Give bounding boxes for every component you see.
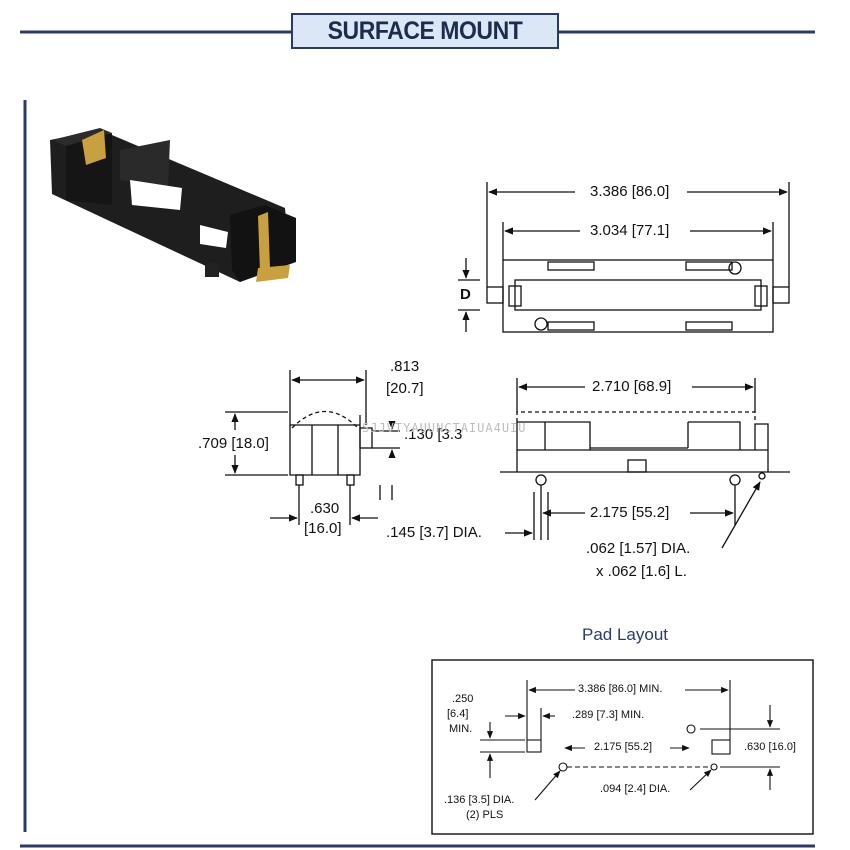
end-base-mm: [16.0]	[304, 520, 342, 537]
pad-small-hole: .094 [2.4] DIA.	[600, 783, 671, 795]
end-width-mm: [20.7]	[386, 380, 424, 397]
top-inner-dimension: 3.034 [77.1]	[590, 222, 670, 239]
top-view-drawing	[458, 182, 790, 333]
tab-dimension: .130 [3.3	[404, 426, 463, 443]
holder-3d-image	[50, 128, 296, 282]
pad-layout-title: Pad Layout	[581, 625, 668, 644]
header-rule	[20, 13, 815, 49]
pad-hole-diameter: .136 [3.5] DIA.	[444, 794, 515, 806]
pin-length: x .062 [1.6] L.	[596, 563, 687, 580]
pad-width-value: .250	[452, 693, 474, 705]
pad-width-min: MIN.	[449, 723, 473, 735]
peg-diameter: .145 [3.7] DIA.	[386, 524, 482, 541]
d-label: D	[460, 286, 471, 303]
banner-title: SURFACE MOUNT	[327, 17, 523, 45]
pad-gap-min: .289 [7.3] MIN.	[572, 709, 645, 721]
side-length-dimension: 2.710 [68.9]	[592, 378, 672, 395]
end-height-dimension: .709 [18.0]	[198, 435, 269, 452]
pad-overall-min: 3.386 [86.0] MIN.	[578, 683, 663, 695]
top-outer-dimension: 3.386 [86.0]	[590, 183, 670, 200]
pad-height: .630 [16.0]	[744, 741, 796, 753]
pad-width-mm: [6.4]	[447, 708, 469, 720]
end-base-value: .630	[310, 500, 340, 517]
pin-diameter: .062 [1.57] DIA.	[586, 540, 691, 557]
watermark: SJJVTYAUUNCTAIUA4UIU	[362, 421, 527, 435]
pad-layout-drawing	[431, 659, 814, 835]
end-view-drawing	[225, 370, 400, 525]
side-view-drawing	[500, 378, 790, 549]
side-peg-spacing: 2.175 [55.2]	[590, 504, 670, 521]
pad-peg-spacing: 2.175 [55.2]	[594, 741, 653, 753]
pad-hole-count: (2) PLS	[466, 809, 504, 821]
end-width-value: .813	[390, 358, 420, 375]
